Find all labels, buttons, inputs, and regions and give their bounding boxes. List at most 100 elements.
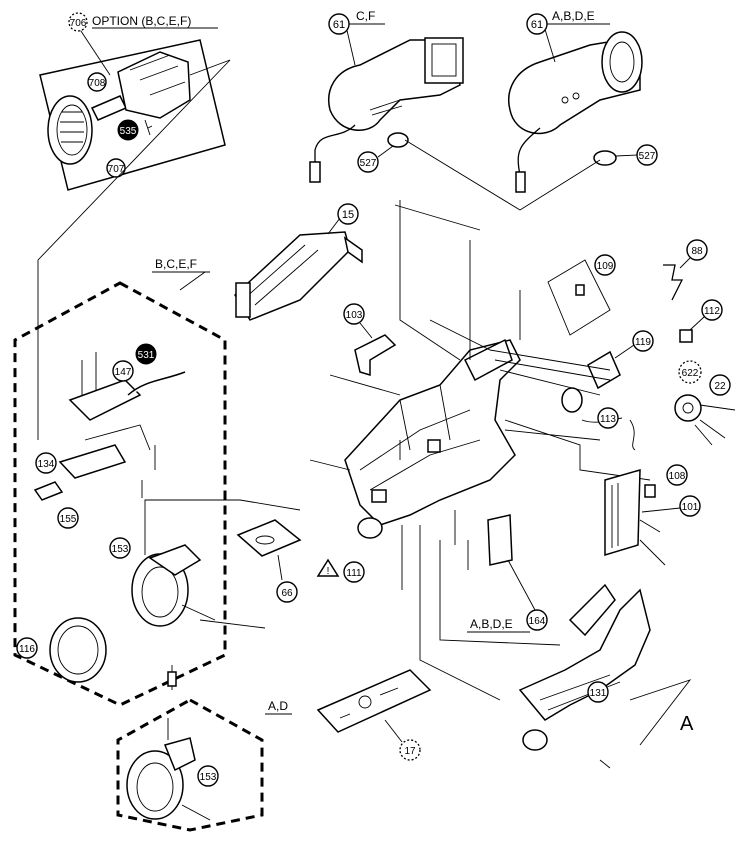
frame-131-ribs <box>539 674 621 711</box>
callout-15: 15 <box>342 209 354 221</box>
chassis-vertical-screws <box>399 440 469 590</box>
viewfinder-abde-eyecup <box>601 31 643 93</box>
frame-131-body <box>518 588 651 721</box>
board-101-lines <box>611 483 619 548</box>
leader-527a <box>377 145 394 158</box>
hand-strap-15 <box>234 231 363 321</box>
screws-134 <box>141 445 156 498</box>
callout-119: 119 <box>635 337 651 348</box>
callout-88: 88 <box>691 246 703 257</box>
callout-113: 113 <box>600 414 616 425</box>
leader-option <box>189 59 231 76</box>
viewfinder-abde-plug <box>515 171 526 193</box>
main-chassis <box>309 240 521 590</box>
frame-131-roller <box>522 729 548 751</box>
callout-103: 103 <box>346 310 363 321</box>
board-101 <box>604 468 641 557</box>
callout-66: 66 <box>281 588 293 599</box>
callout-116-circle <box>16 637 38 659</box>
ring-116 <box>49 617 107 683</box>
hood-153b-inner <box>136 762 174 812</box>
hood-screw <box>167 671 177 687</box>
viewfinder-cf-cable <box>314 124 356 175</box>
viewfinder-cf <box>309 37 464 183</box>
option-link-line <box>37 59 231 440</box>
callout-103-circle <box>343 303 365 325</box>
ring-707-inner <box>56 104 88 156</box>
plate-66-slot <box>255 535 275 545</box>
callout-101-circle <box>679 495 701 517</box>
callout-108: 108 <box>669 471 686 482</box>
callout-706-circle <box>68 12 88 32</box>
wire-tail <box>629 419 636 451</box>
ring-707-outer <box>47 95 93 165</box>
strap-body <box>234 231 351 321</box>
ring-527-a <box>387 132 409 148</box>
strap-bracket <box>343 236 363 264</box>
leader-706 <box>74 21 111 76</box>
roller <box>357 517 383 539</box>
frame-131-arm <box>568 583 616 637</box>
viewfinder-abde-eyecup-inner <box>609 41 635 83</box>
gear-622-hub <box>682 402 694 414</box>
hood-153-clip <box>148 544 202 576</box>
arrow-to-A <box>629 679 692 746</box>
callout-531: 531 <box>138 350 155 361</box>
leader-17 <box>384 719 403 743</box>
viewfinder-cf-lens <box>431 43 457 77</box>
callout-22-circle <box>709 374 731 396</box>
callout-113-circle <box>597 407 619 429</box>
leader-112 <box>689 316 705 331</box>
callout-153a: 153 <box>112 544 129 555</box>
callout-119-circle <box>632 330 654 352</box>
lower-frame-131 <box>518 583 651 769</box>
wiring-lines <box>489 349 651 481</box>
hood-153-arm <box>181 604 216 621</box>
callout-109-circle <box>594 254 616 276</box>
plate-17-details <box>339 687 399 719</box>
callout-164-circle <box>526 609 548 631</box>
option-assembly <box>39 39 231 191</box>
corner-label-a: A <box>680 713 694 735</box>
cable-531 <box>127 371 186 396</box>
callout-527b: 527 <box>639 151 656 162</box>
strap-stitch <box>244 244 319 306</box>
viewfinder-cf-plug <box>309 161 321 183</box>
bracket-103 <box>354 334 397 377</box>
part-109 <box>575 284 585 296</box>
callout-708-circle <box>87 72 107 92</box>
callout-112: 112 <box>704 306 720 317</box>
callout-131: 131 <box>590 688 607 699</box>
callout-108-circle <box>666 464 688 486</box>
plate-66 <box>236 519 302 557</box>
callout-155: 155 <box>60 514 77 525</box>
leader-bcef <box>179 271 206 291</box>
callout-61a: 61 <box>333 19 345 31</box>
group-label-ad: A,D <box>268 699 288 713</box>
strap-end <box>235 282 251 318</box>
viewfinder-abde-cable <box>517 127 541 176</box>
plate-66-body <box>236 519 302 557</box>
callout-147-circle <box>112 360 134 382</box>
callout-527a: 527 <box>360 158 377 169</box>
screws-147 <box>81 352 97 395</box>
callout-66-circle <box>276 581 298 603</box>
callout-61b: 61 <box>531 19 543 31</box>
callout-116: 116 <box>19 644 35 655</box>
ring-116-outer <box>49 617 107 683</box>
vf-connection-lines <box>404 139 601 211</box>
chassis-tab <box>427 439 441 453</box>
callout-17-circle <box>399 739 421 761</box>
lens-hood-153-bcef <box>131 544 216 627</box>
callout-527b-circle <box>636 144 658 166</box>
hood-153-inner <box>141 566 179 618</box>
callout-134: 134 <box>38 459 55 470</box>
callout-153b: 153 <box>200 772 217 783</box>
viewfinder-cf-lines <box>369 99 403 116</box>
group-label-option: OPTION (B,C,E,F) <box>92 14 191 28</box>
leader-527b <box>615 154 638 157</box>
callout-131-circle <box>587 681 609 703</box>
screw-small <box>144 119 153 136</box>
vf-drop-line-a <box>399 200 461 361</box>
